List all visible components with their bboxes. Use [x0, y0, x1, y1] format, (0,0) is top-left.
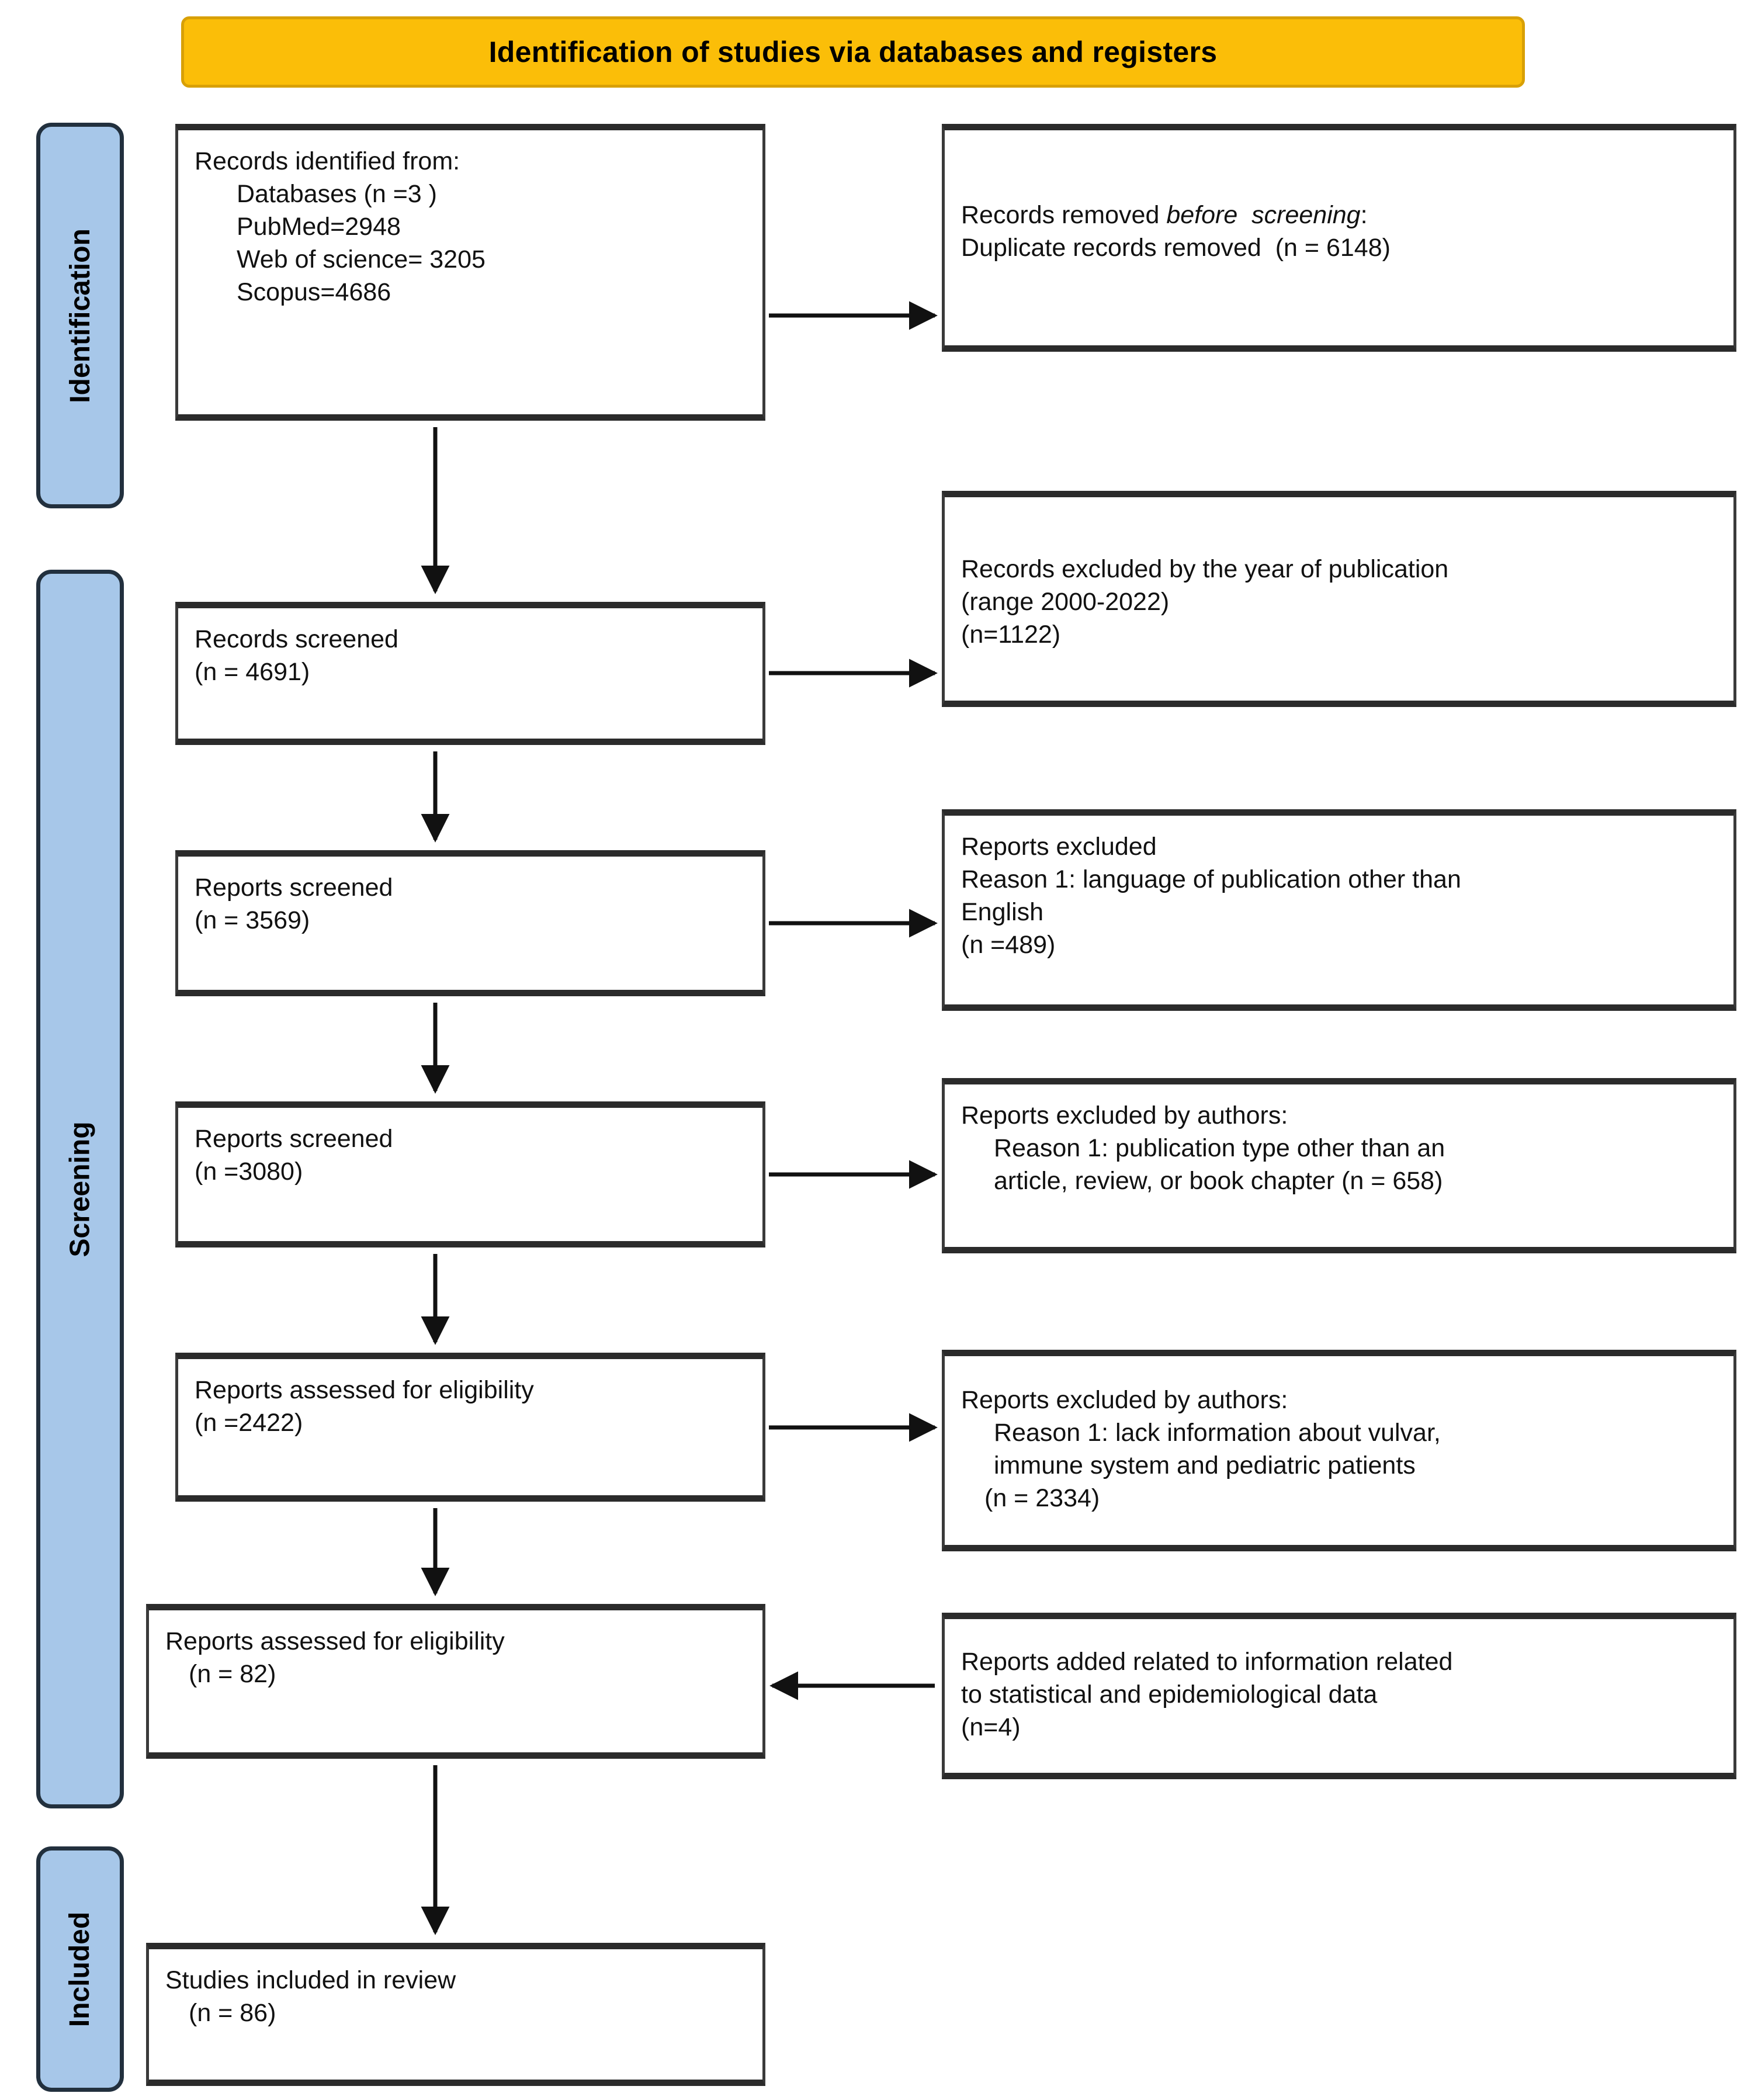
records-identified-line-4: Web of science= 3205	[237, 245, 486, 273]
removed-line-2: Duplicate records removed (n = 6148)	[961, 233, 1391, 262]
removed-line-1-prefix: Records removed	[961, 201, 1167, 229]
box-records-identified: Records identified from: Databases (n =3…	[175, 124, 765, 421]
phase-bar-screening: Screening	[36, 570, 124, 1808]
box-records-screened: Records screened (n = 4691)	[175, 602, 765, 745]
box-reports-screened-2: Reports screened (n =3080)	[175, 1101, 765, 1247]
excluded-info-line-4: (n = 2334)	[984, 1484, 1100, 1512]
removed-line-1: Records removed before screening:	[961, 199, 1717, 232]
phase-bar-identification: Identification	[36, 123, 124, 508]
records-identified-line-3: PubMed=2948	[237, 212, 401, 241]
eligibility-82-line-2: (n = 82)	[189, 1659, 276, 1688]
eligibility-2422-line-2: (n =2422)	[195, 1408, 303, 1437]
excluded-year-line-3: (n=1122)	[961, 620, 1061, 649]
box-reports-screened-1: Reports screened (n = 3569)	[175, 850, 765, 996]
reports-screened-2-line-1: Reports screened	[195, 1125, 393, 1153]
phase-label-identification: Identification	[64, 228, 96, 403]
phase-label-included: Included	[64, 1911, 96, 2027]
box-reports-assessed-eligibility-82: Reports assessed for eligibility (n = 82…	[146, 1604, 765, 1759]
reports-screened-2-line-2: (n =3080)	[195, 1157, 303, 1186]
excluded-year-line-1: Records excluded by the year of publicat…	[961, 555, 1449, 583]
excluded-type-line-1: Reports excluded by authors:	[961, 1101, 1288, 1129]
box-reports-excluded-lack-information: Reports excluded by authors: Reason 1: l…	[942, 1350, 1736, 1551]
removed-line-1-suffix: :	[1360, 201, 1368, 229]
box-records-excluded-by-year: Records excluded by the year of publicat…	[942, 491, 1736, 707]
excluded-type-line-2: Reason 1: publication type other than an	[994, 1134, 1445, 1162]
excluded-info-line-2: Reason 1: lack information about vulvar,	[994, 1418, 1441, 1447]
excluded-language-line-1: Reports excluded	[961, 833, 1157, 861]
records-screened-line-2: (n = 4691)	[195, 657, 310, 686]
records-screened-line-1: Records screened	[195, 625, 398, 653]
reports-screened-1-line-1: Reports screened	[195, 874, 393, 902]
records-identified-line-2: Databases (n =3 )	[237, 179, 437, 208]
box-reports-added: Reports added related to information rel…	[942, 1613, 1736, 1779]
added-line-1: Reports added related to information rel…	[961, 1648, 1453, 1676]
added-line-2: to statistical and epidemiological data	[961, 1680, 1378, 1709]
excluded-info-line-1: Reports excluded by authors:	[961, 1386, 1288, 1414]
eligibility-82-line-1: Reports assessed for eligibility	[165, 1627, 505, 1655]
box-records-removed-before-screening: Records removed before screening: Duplic…	[942, 124, 1736, 352]
box-reports-excluded-language: Reports excluded Reason 1: language of p…	[942, 809, 1736, 1011]
added-line-3: (n=4)	[961, 1713, 1021, 1741]
box-reports-excluded-publication-type: Reports excluded by authors: Reason 1: p…	[942, 1078, 1736, 1253]
box-studies-included: Studies included in review (n = 86)	[146, 1943, 765, 2086]
excluded-type-line-3: article, review, or book chapter (n = 65…	[994, 1166, 1443, 1195]
phase-bar-included: Included	[36, 1846, 124, 2092]
excluded-language-line-2: Reason 1: language of publication other …	[961, 865, 1461, 893]
removed-line-1-emphasis: before screening	[1166, 201, 1361, 229]
eligibility-2422-line-1: Reports assessed for eligibility	[195, 1376, 534, 1404]
diagram-banner: Identification of studies via databases …	[181, 16, 1525, 88]
box-reports-assessed-eligibility-2422: Reports assessed for eligibility (n =242…	[175, 1353, 765, 1502]
excluded-language-line-3: English	[961, 897, 1044, 926]
banner-title: Identification of studies via databases …	[488, 36, 1218, 68]
excluded-info-line-3: immune system and pediatric patients	[994, 1451, 1416, 1479]
reports-screened-1-line-2: (n = 3569)	[195, 906, 310, 934]
included-line-1: Studies included in review	[165, 1966, 456, 1994]
records-identified-line-5: Scopus=4686	[237, 278, 391, 306]
excluded-year-line-2: (range 2000-2022)	[961, 587, 1170, 616]
included-line-2: (n = 86)	[189, 1998, 276, 2027]
records-identified-line-1: Records identified from:	[195, 147, 460, 175]
excluded-language-line-4: (n =489)	[961, 930, 1056, 959]
phase-label-screening: Screening	[64, 1121, 96, 1257]
